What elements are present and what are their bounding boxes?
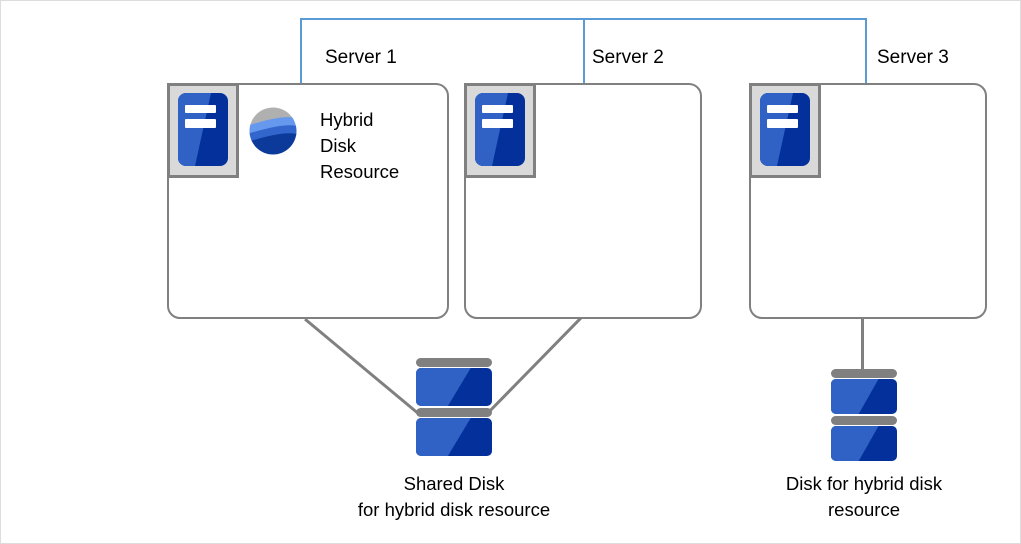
connector-server-3-to-local-disk [861, 318, 864, 376]
server-label-server-1: Server 1 [325, 47, 397, 68]
disk-body [831, 379, 897, 414]
disk-stack-icon-shared-disk [416, 358, 492, 456]
hybrid-disk-resource-label: Hybrid Disk Resource [320, 109, 400, 182]
server-slot-bar [184, 119, 216, 129]
disk-body [831, 426, 897, 461]
server-slot-bar [766, 119, 798, 129]
disk-unit [416, 358, 492, 406]
server-label-server-2: Server 2 [592, 47, 664, 68]
server-chassis [760, 93, 810, 166]
shared-disk-caption: Shared Disk for hybrid disk resource [357, 473, 551, 520]
server-slot-bar [481, 104, 513, 114]
server-label-server-3: Server 3 [877, 47, 949, 68]
disk-unit [831, 369, 897, 414]
disk-body [416, 368, 492, 406]
disk-cap [831, 369, 897, 378]
server-slot-bar [766, 104, 798, 114]
disk-body [416, 418, 492, 456]
network-stem-server-2 [583, 18, 585, 83]
server-icon [464, 83, 536, 178]
disk-stack-icon-local-disk [831, 369, 897, 461]
network-stem-server-1 [300, 18, 302, 83]
server-slot-bar [481, 119, 513, 129]
disk-unit [831, 416, 897, 461]
server-chassis [178, 93, 228, 166]
disk-cap [416, 358, 492, 367]
hybrid-disk-resource-icon [249, 107, 297, 155]
network-stem-server-3 [865, 18, 867, 83]
connector-server-2-to-shared-disk [488, 315, 583, 413]
server-icon [749, 83, 821, 178]
server-chassis [475, 93, 525, 166]
disk-cap [416, 408, 492, 417]
disk-unit [416, 408, 492, 456]
local-disk-caption: Disk for hybrid disk resource [785, 473, 943, 520]
server-slot-bar [184, 104, 216, 114]
disk-cap [831, 416, 897, 425]
connector-server-1-to-shared-disk [304, 318, 420, 416]
server-icon [167, 83, 239, 178]
